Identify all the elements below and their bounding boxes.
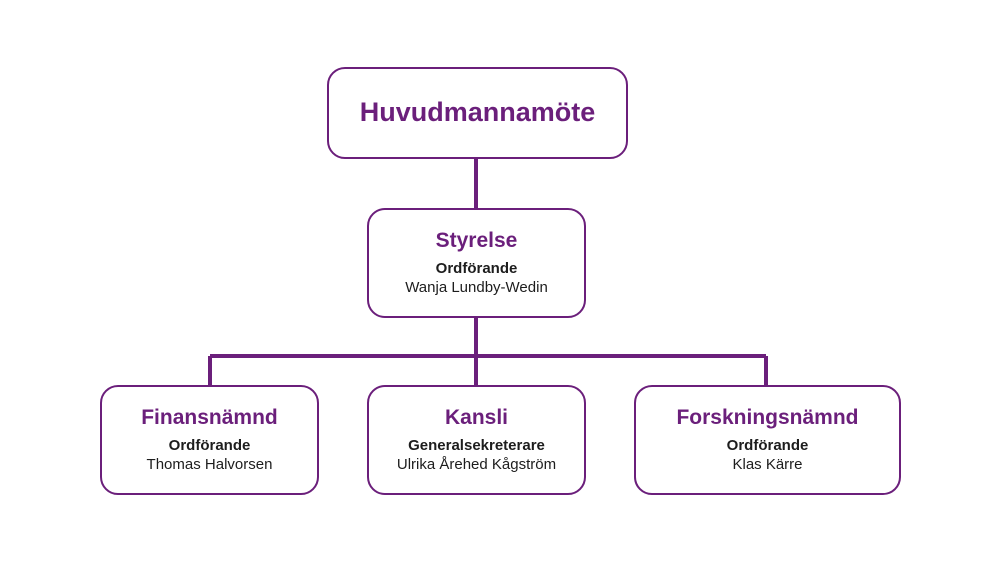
node-person: Ulrika Årehed Kågström — [396, 455, 557, 473]
node-title: Forskningsnämnd — [676, 405, 859, 429]
node-role: Ordförande — [435, 259, 518, 277]
node-research-committee: Forskningsnämnd Ordförande Klas Kärre — [634, 385, 901, 495]
node-role: Generalsekreterare — [408, 436, 545, 454]
node-title: Kansli — [444, 405, 509, 429]
node-board: Styrelse Ordförande Wanja Lundby-Wedin — [367, 208, 586, 318]
node-role: Ordförande — [726, 436, 809, 454]
node-title: Styrelse — [435, 228, 518, 252]
node-office: Kansli Generalsekreterare Ulrika Årehed … — [367, 385, 586, 495]
node-role: Ordförande — [168, 436, 251, 454]
node-annual-meeting: Huvudmannamöte — [327, 67, 628, 159]
node-title: Huvudmannamöte — [359, 97, 596, 128]
node-finance-committee: Finansnämnd Ordförande Thomas Halvorsen — [100, 385, 319, 495]
node-title: Finansnämnd — [141, 405, 278, 429]
node-person: Thomas Halvorsen — [146, 455, 273, 473]
node-person: Wanja Lundby-Wedin — [405, 278, 548, 296]
node-person: Klas Kärre — [732, 455, 803, 473]
